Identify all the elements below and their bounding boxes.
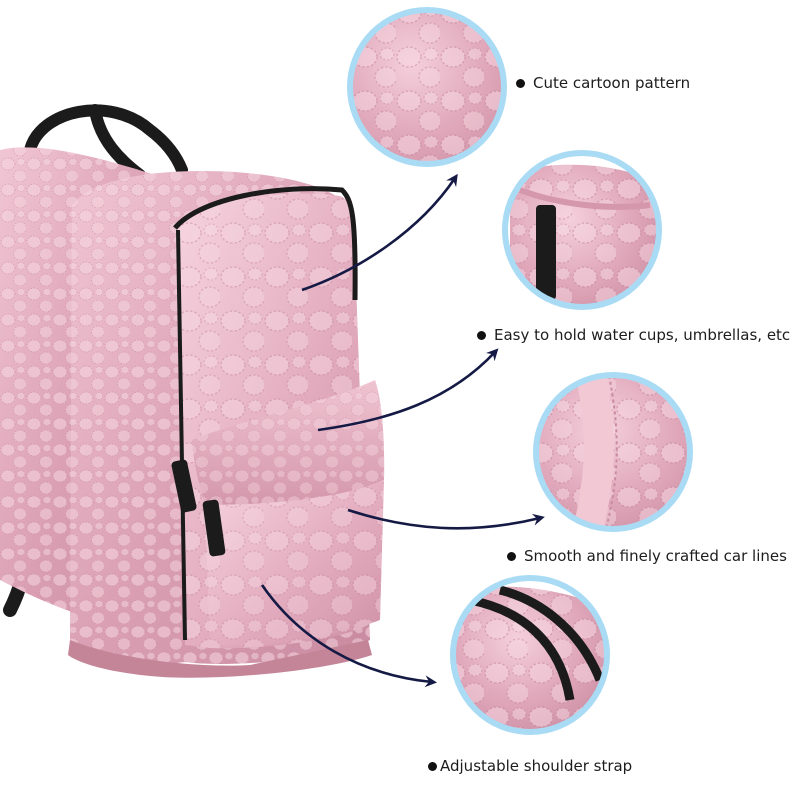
backpack-image <box>0 104 385 678</box>
arrow-piping <box>347 508 545 530</box>
arrow-strap <box>260 584 437 688</box>
bullet-icon <box>516 78 525 88</box>
zoom-circle-piping <box>533 372 693 532</box>
feature-side-pocket: Easy to hold water cups, umbrellas, etc <box>477 326 790 344</box>
feature-piping-label: Smooth and finely crafted car lines <box>524 547 787 565</box>
zoom-circle-pattern <box>347 7 507 167</box>
arrow-side-pocket <box>317 348 499 432</box>
arrow-pattern <box>301 173 458 292</box>
feature-pattern-label: Cute cartoon pattern <box>533 74 691 92</box>
bullet-icon <box>477 330 486 340</box>
zipper-tag-1 <box>171 459 197 513</box>
main-zipper <box>173 186 358 301</box>
zoom-circle-strap <box>450 575 610 735</box>
feature-pattern: Cute cartoon pattern <box>516 74 690 92</box>
feature-piping: Smooth and finely crafted car lines <box>507 547 787 565</box>
feature-strap-label: Adjustable shoulder strap <box>440 757 633 775</box>
zipper-tag-2 <box>202 499 226 557</box>
feature-strap: Adjustable shoulder strap <box>428 757 632 775</box>
zoom-circle-side-pocket <box>502 150 662 310</box>
bullet-icon <box>428 761 437 771</box>
bullet-icon <box>507 551 516 561</box>
top-handle <box>24 104 188 176</box>
feature-side-pocket-label: Easy to hold water cups, umbrellas, etc <box>494 326 791 344</box>
